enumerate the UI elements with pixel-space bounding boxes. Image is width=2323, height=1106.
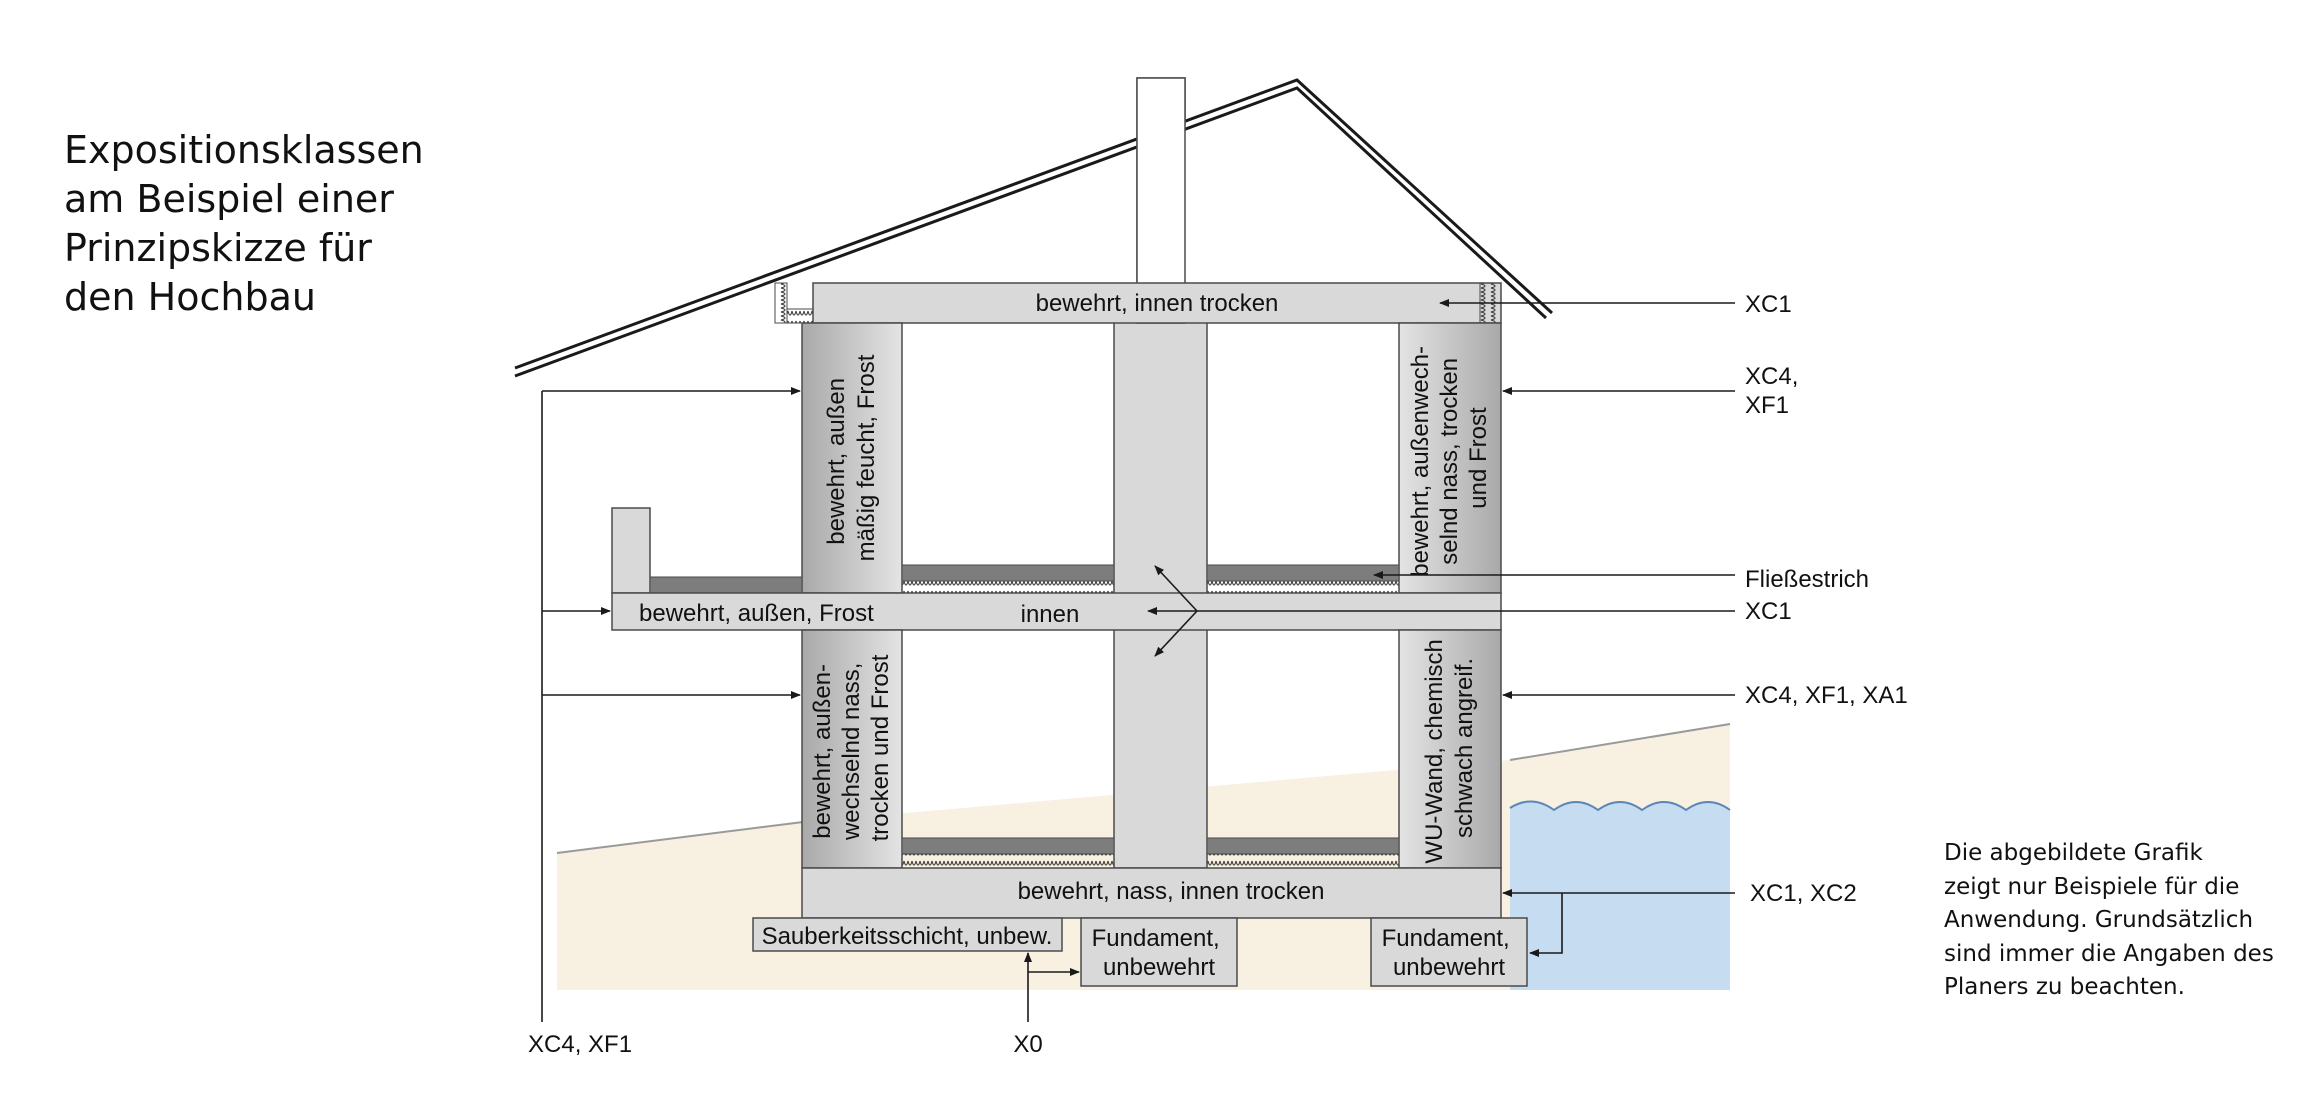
wall-label-line: und Frost: [1465, 407, 1492, 509]
base-slab: [801, 867, 1502, 919]
screed: [1206, 837, 1400, 855]
annotation-bottom: X0: [1013, 1031, 1042, 1058]
annotation-left-exterior: XC4, XF1: [528, 1031, 632, 1058]
upper-right-wall: [1398, 322, 1502, 594]
title-line: Prinzipskizze für: [64, 226, 372, 270]
note-line: Planers zu beachten.: [1944, 974, 2185, 1000]
disclaimer-note: Die abgebildete Grafik zeigt nur Beispie…: [1944, 837, 2304, 1005]
impact-insulation: [1206, 580, 1400, 594]
chimney-top: [1136, 77, 1186, 324]
foundation-label-line: unbewehrt: [1103, 954, 1215, 981]
wall-label-line: trocken und Frost: [867, 654, 894, 841]
annotation-line: XC4,: [1745, 363, 1798, 390]
foundation-label-line: Fundament,: [1092, 925, 1220, 952]
interior-slab-label: innen: [1021, 601, 1080, 628]
annotation-upper-wall: XC4, XF1: [1745, 363, 1805, 419]
impact-insulation: [901, 580, 1115, 594]
water-surface: [1509, 800, 1731, 812]
leader-lines: [541, 299, 1735, 1022]
impact-insulation: [901, 853, 1115, 869]
annotation-lower-wall: XC4, XF1, XA1: [1745, 682, 1908, 709]
lower-left-wall: [801, 629, 903, 869]
note-line: zeigt nur Beispiele für die: [1944, 873, 2240, 900]
note-line: Anwendung. Grundsätzlich: [1944, 907, 2254, 933]
wall-label-line: bewehrt, außenwech-: [1407, 346, 1434, 577]
leader-interior-up: [1154, 565, 1198, 612]
screed: [1206, 564, 1400, 582]
lower-left-wall-label: bewehrt, außen- wechselnd nass, trocken …: [809, 654, 894, 841]
lower-right-wall: [1398, 629, 1502, 869]
blinding-layer: [752, 917, 1063, 952]
foundation-left-label: Fundament, unbewehrt: [1092, 925, 1227, 981]
annotation-interior: XC1: [1745, 598, 1792, 625]
wall-label-line: bewehrt, außen: [823, 378, 850, 545]
wall-label-line: bewehrt, außen-: [809, 664, 836, 839]
annotation-line: XF1: [1745, 392, 1789, 419]
impact-insulation: [1206, 853, 1400, 869]
diagram-title: Expositionsklassen am Beispiel einer Pri…: [64, 126, 504, 322]
base-slab-label: bewehrt, nass, innen trocken: [1018, 878, 1325, 905]
foundation-left: [1080, 917, 1238, 987]
annotation-screed: Fließestrich: [1745, 566, 1869, 593]
title-line: am Beispiel einer: [64, 177, 394, 221]
wall-label-line: selnd nass, trocken: [1436, 358, 1463, 565]
ground-line: [556, 821, 804, 854]
wall-label-line: mäßig feucht, Frost: [853, 354, 880, 561]
upper-right-wall-label: bewehrt, außenwech- selnd nass, trocken …: [1407, 339, 1492, 576]
leader-foundation-right: [1529, 893, 1563, 957]
foundation-label-line: unbewehrt: [1393, 954, 1505, 981]
groundwater: [1510, 801, 1730, 990]
balcony-slab-label: bewehrt, außen, Frost: [639, 600, 874, 627]
eave-insulation: [786, 308, 814, 324]
note-line: sind immer die Angaben des: [1944, 940, 2274, 967]
balcony-parapet: [611, 507, 651, 594]
upper-left-wall-label: bewehrt, außen mäßig feucht, Frost: [823, 354, 880, 561]
annotation-roof: XC1: [1745, 291, 1792, 318]
roof-outline: [514, 86, 1548, 378]
roof-outline: [514, 78, 1554, 370]
foundation-right-label: Fundament, unbewehrt: [1382, 925, 1517, 981]
upper-left-wall: [801, 322, 903, 594]
note-line: Die abgebildete Grafik: [1944, 840, 2203, 866]
eave-insulation: [774, 282, 788, 324]
wall-label-line: schwach angreif.: [1451, 658, 1478, 838]
screed: [901, 837, 1115, 855]
blinding-layer-label: Sauberkeitsschicht, unbew.: [762, 923, 1053, 950]
wall-label-line: wechselnd nass,: [838, 663, 865, 841]
title-line: den Hochbau: [64, 275, 316, 319]
roof-slab-label: bewehrt, innen trocken: [1036, 290, 1279, 317]
wall-label-line: WU-Wand, chemisch: [1421, 639, 1448, 863]
balcony-surfacing: [649, 576, 803, 594]
leader-interior-down: [1154, 610, 1198, 657]
screed: [901, 564, 1115, 582]
annotation-base: XC1, XC2: [1750, 880, 1857, 907]
ground-line: [1509, 723, 1731, 761]
foundation-right: [1370, 917, 1528, 987]
foundation-label-line: Fundament,: [1382, 925, 1510, 952]
title-line: Expositionsklassen: [64, 128, 424, 172]
lower-right-wall-label: WU-Wand, chemisch schwach angreif.: [1421, 632, 1478, 863]
